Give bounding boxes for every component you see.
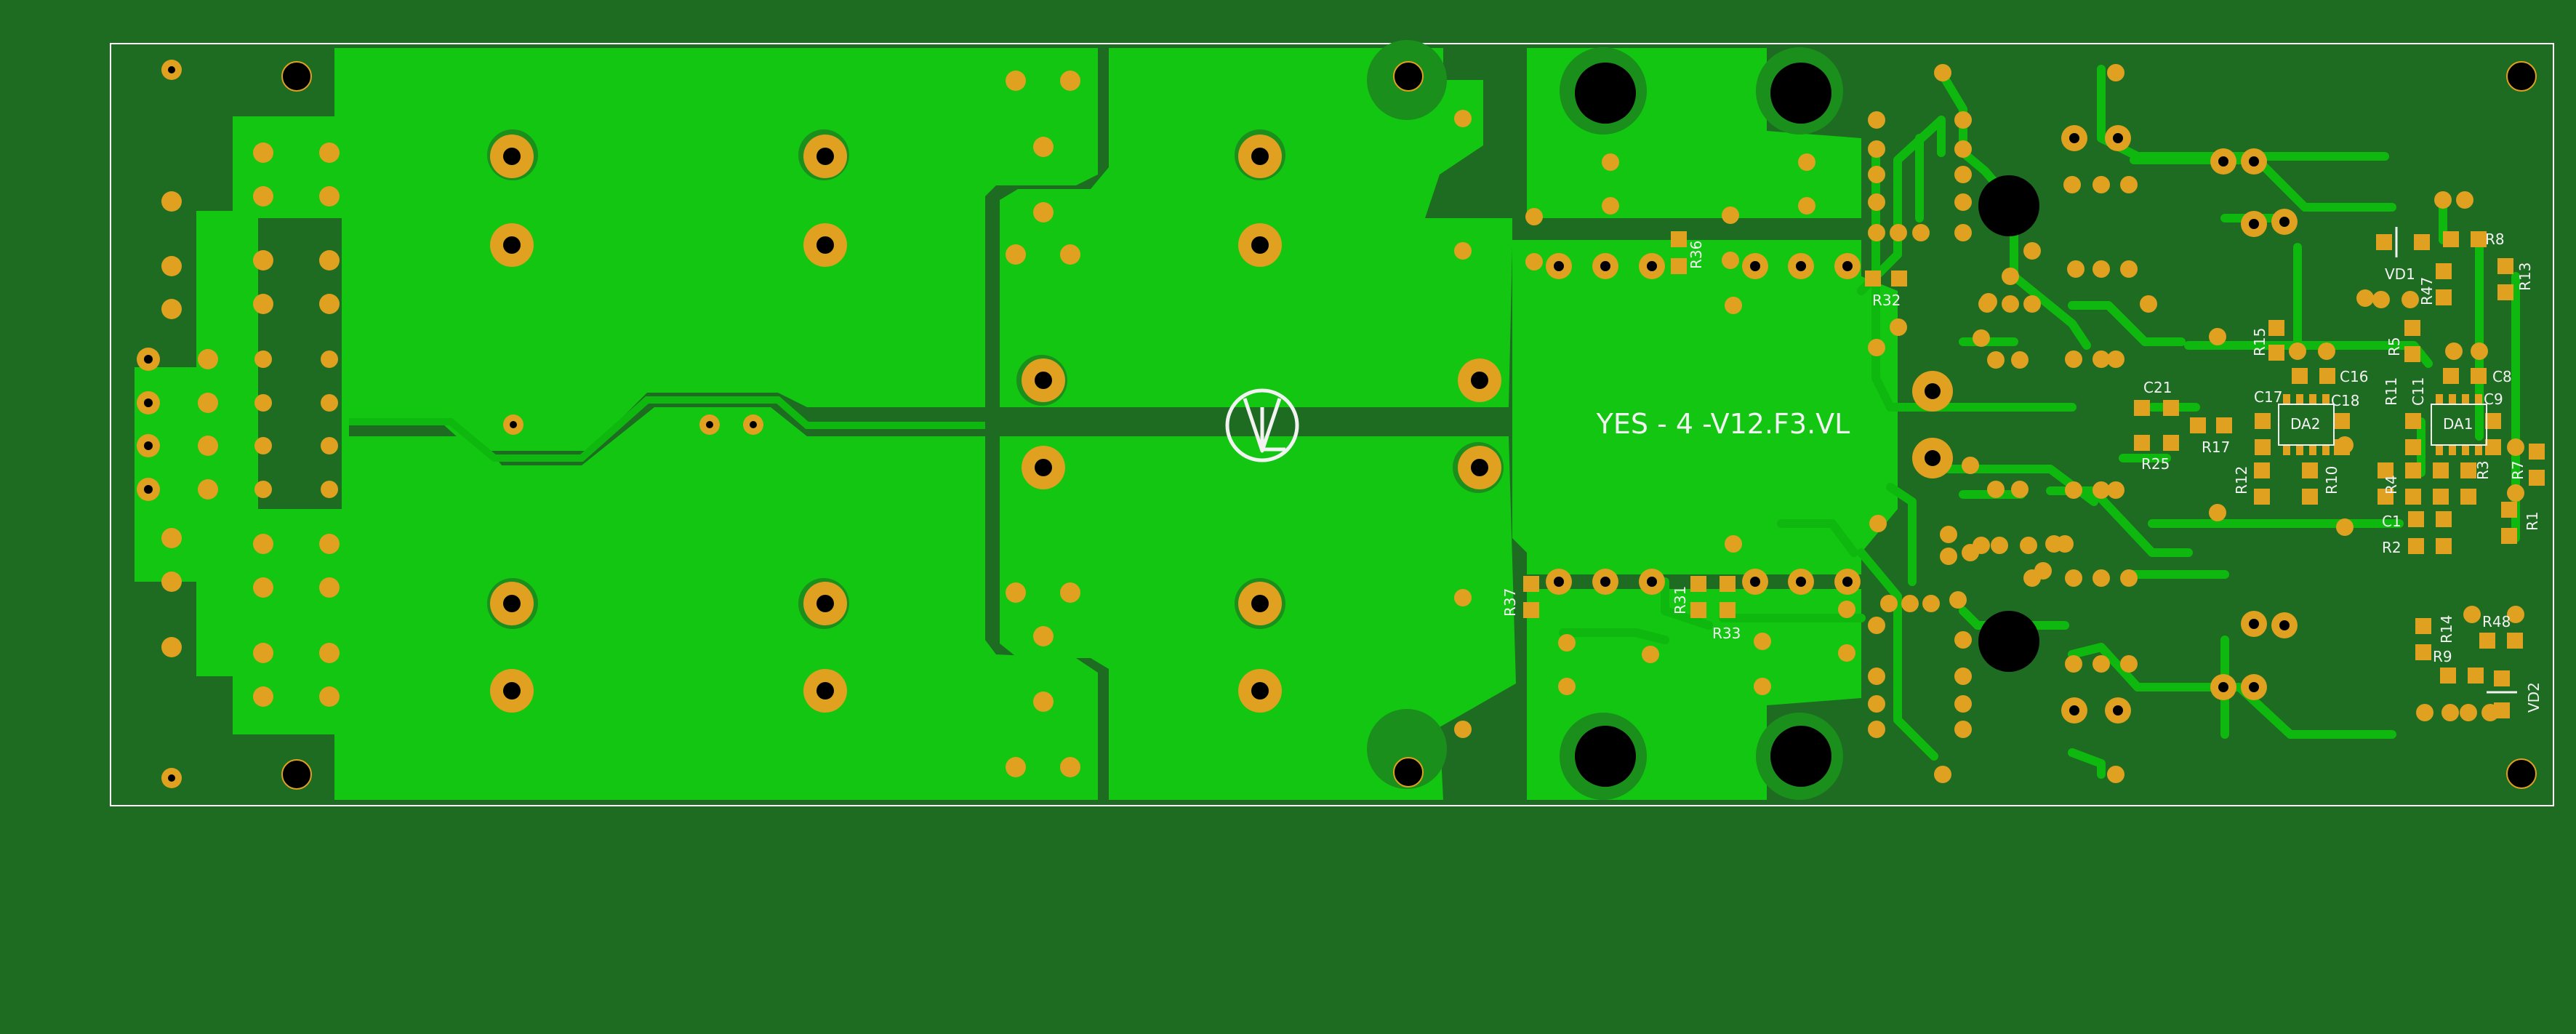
label-r48: R48 <box>2482 613 2511 630</box>
label-r1: R1 <box>2524 511 2541 531</box>
label-r36: R36 <box>1688 241 1705 269</box>
label-vd1: VD1 <box>2385 265 2415 283</box>
label-c21: C21 <box>2143 379 2172 396</box>
silkscreen-labels: R36 R32 R37 R31 R33 C21 R25 R17 R15 C16 … <box>1501 231 2543 713</box>
vl-logo <box>1225 388 1299 462</box>
ic-da1-body <box>2431 404 2487 446</box>
mounting-holes <box>281 61 2537 790</box>
board-title: YES - 4 -V12.F3.VL <box>1596 408 1850 440</box>
label-r13: R13 <box>2516 262 2534 291</box>
label-r14: R14 <box>2438 615 2455 644</box>
mounting-hole <box>281 61 2537 790</box>
label-r5: R5 <box>2386 337 2403 356</box>
label-r47: R47 <box>2418 277 2436 305</box>
label-c8: C8 <box>2492 368 2512 385</box>
label-r8: R8 <box>2485 231 2505 248</box>
label-r7: R7 <box>2509 460 2527 480</box>
label-r33: R33 <box>1712 625 1741 642</box>
label-da1: DA1 <box>2443 415 2473 433</box>
label-c18: C18 <box>2331 392 2359 409</box>
label-c17: C17 <box>2254 388 2282 406</box>
ic-bodies <box>2278 227 2517 694</box>
label-c16: C16 <box>2340 368 2368 385</box>
label-c9: C9 <box>2484 390 2503 408</box>
label-r17: R17 <box>2202 438 2230 456</box>
label-r12: R12 <box>2233 466 2250 494</box>
label-r2: R2 <box>2382 539 2402 556</box>
label-r31: R31 <box>1672 586 1689 614</box>
label-r3: R3 <box>2474 460 2492 480</box>
label-r9: R9 <box>2433 648 2452 665</box>
label-r32: R32 <box>1872 292 1901 309</box>
label-r15: R15 <box>2251 328 2268 356</box>
label-r11: R11 <box>2383 377 2400 406</box>
label-da2: DA2 <box>2290 415 2320 433</box>
label-r4: R4 <box>2383 475 2400 494</box>
label-vd2: VD2 <box>2525 682 2543 713</box>
label-c1: C1 <box>2382 513 2402 530</box>
label-r10: R10 <box>2323 466 2340 494</box>
pad-drills <box>144 66 2290 782</box>
pads-large <box>490 135 1953 713</box>
ic-da2-body <box>2278 404 2335 446</box>
board-outline <box>110 43 2554 806</box>
lane-traces <box>349 396 985 462</box>
label-r37: R37 <box>1501 588 1519 617</box>
large-hole <box>1575 63 2039 787</box>
label-c11: C11 <box>2410 377 2427 406</box>
label-r25: R25 <box>2141 455 2170 473</box>
smd-pads <box>1523 231 2545 718</box>
